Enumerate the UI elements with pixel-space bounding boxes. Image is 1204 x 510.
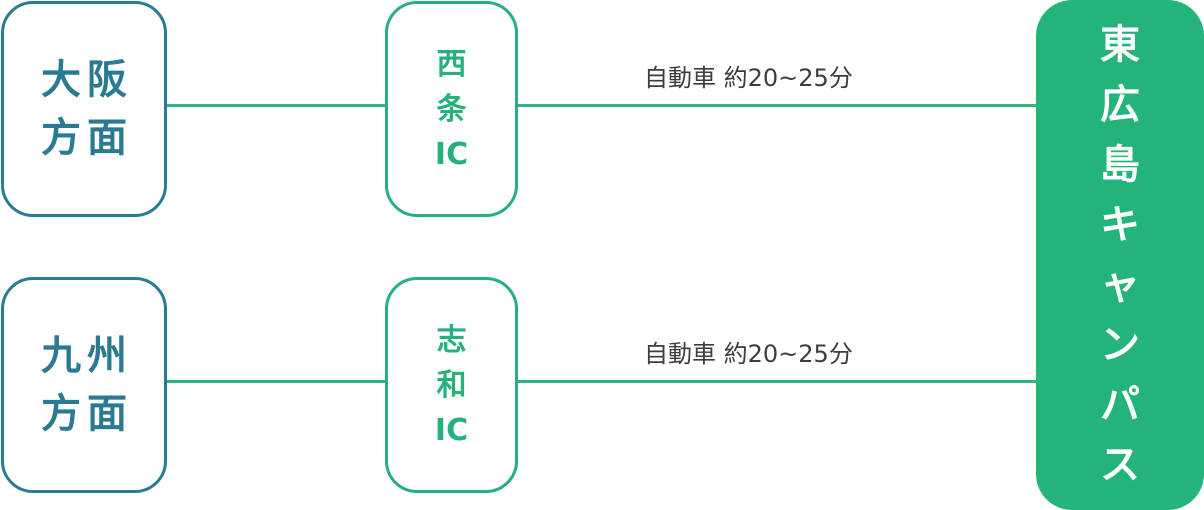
origin-box-osaka: 大阪 方面 xyxy=(1,1,167,217)
ic-label-char1: 志 xyxy=(436,322,467,358)
destination-char: ス xyxy=(1100,442,1140,488)
destination-char: 東 xyxy=(1100,22,1140,68)
connector-shiwa-to-campus xyxy=(515,380,1038,383)
destination-char: 広 xyxy=(1100,82,1140,128)
origin-label-line1: 九州 xyxy=(41,333,133,379)
connector-kyushu-to-shiwa xyxy=(165,380,387,383)
connector-saijo-to-campus xyxy=(515,104,1038,107)
origin-label-line1: 大阪 xyxy=(41,57,133,103)
destination-char: キ xyxy=(1100,202,1140,248)
travel-time-label: 自動車 約20~25分 xyxy=(644,64,853,92)
origin-label-line2: 方面 xyxy=(41,391,133,437)
ic-box-shiwa: 志 和 IC xyxy=(385,277,518,493)
ic-label-ic: IC xyxy=(434,412,469,448)
origin-box-kyushu: 九州 方面 xyxy=(1,277,167,493)
ic-label-ic: IC xyxy=(434,136,469,172)
ic-label-char1: 西 xyxy=(436,46,467,82)
origin-label-line2: 方面 xyxy=(41,115,133,161)
destination-char: 島 xyxy=(1100,142,1140,188)
destination-char: ン xyxy=(1100,322,1140,368)
ic-box-saijo: 西 条 IC xyxy=(385,1,518,217)
connector-osaka-to-saijo xyxy=(165,104,387,107)
destination-char: ャ xyxy=(1100,262,1140,308)
destination-box-higashi-hiroshima-campus: 東 広 島 キ ャ ン パ ス xyxy=(1036,0,1204,510)
destination-char: パ xyxy=(1100,382,1140,428)
ic-label-char2: 和 xyxy=(436,367,467,403)
travel-time-label: 自動車 約20~25分 xyxy=(644,340,853,368)
ic-label-char2: 条 xyxy=(436,91,467,127)
